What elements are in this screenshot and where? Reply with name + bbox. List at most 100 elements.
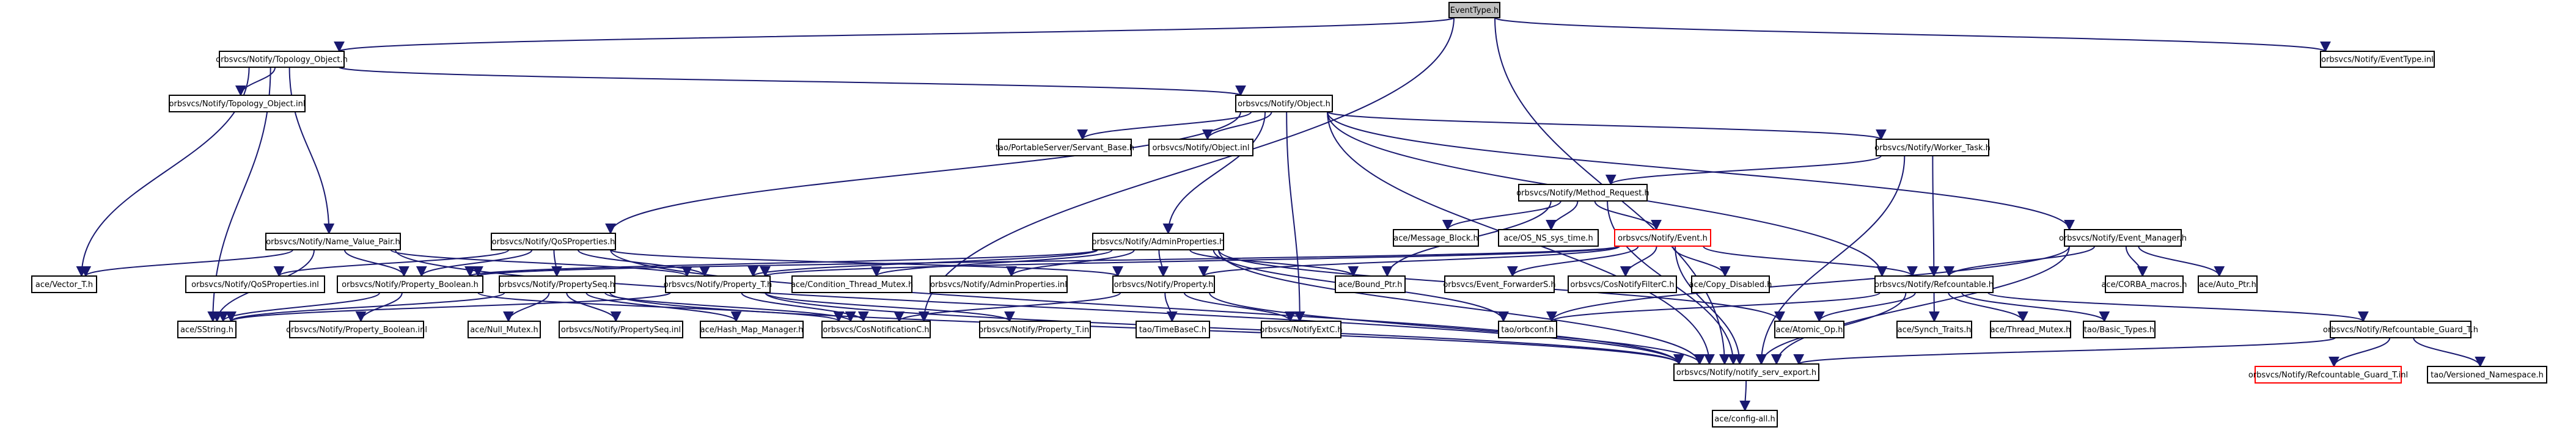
node-box[interactable] bbox=[491, 233, 616, 250]
node-label[interactable]: ace/config-all.h bbox=[1714, 415, 1775, 424]
node-qosproperties-h[interactable]: orbsvcs/Notify/QoSProperties.h bbox=[491, 233, 616, 250]
node-label[interactable]: orbsvcs/Notify/Topology_Object.h bbox=[216, 56, 348, 65]
node-label[interactable]: tao/Basic_Types.h bbox=[2084, 326, 2154, 335]
node-label[interactable]: orbsvcs/Notify/PropertySeq.h bbox=[499, 280, 615, 289]
node-label[interactable]: orbsvcs/Event_ForwarderS.h bbox=[1443, 280, 1555, 289]
node-label[interactable]: ace/Condition_Thread_Mutex.h bbox=[791, 280, 913, 289]
node-box[interactable] bbox=[185, 275, 325, 293]
node-box[interactable] bbox=[2255, 366, 2402, 384]
node-box[interactable] bbox=[1876, 139, 1989, 156]
node-object-h[interactable]: orbsvcs/Notify/Object.h bbox=[1235, 95, 1333, 112]
node-label[interactable]: orbsvcs/Notify/AdminProperties.h bbox=[1092, 238, 1225, 247]
node-box[interactable] bbox=[177, 321, 237, 338]
node-notify-serv-export-h[interactable]: orbsvcs/Notify/notify_serv_export.h bbox=[1673, 363, 1819, 381]
node-event-h[interactable]: orbsvcs/Notify/Event.h bbox=[1614, 229, 1711, 247]
node-box[interactable] bbox=[337, 275, 483, 293]
node-box[interactable] bbox=[1335, 275, 1406, 293]
node-box[interactable] bbox=[1148, 139, 1253, 156]
node-label[interactable]: orbsvcs/Notify/Method_Request.h bbox=[1516, 189, 1649, 198]
node-label[interactable]: orbsvcs/Notify/Property.h bbox=[1114, 280, 1214, 289]
node-propertyseq-inl[interactable]: orbsvcs/Notify/PropertySeq.inl bbox=[559, 321, 683, 338]
node-propertyseq-h[interactable]: orbsvcs/Notify/PropertySeq.h bbox=[499, 275, 615, 293]
node-label[interactable]: orbsvcs/Notify/Object.inl bbox=[1152, 144, 1249, 153]
node-notifyextc-h[interactable]: orbsvcs/NotifyExtC.h bbox=[1260, 321, 1343, 338]
node-config-all-h[interactable]: ace/config-all.h bbox=[1712, 410, 1778, 428]
node-box[interactable] bbox=[1261, 321, 1341, 338]
node-label[interactable]: ace/Null_Mutex.h bbox=[470, 326, 538, 335]
node-box[interactable] bbox=[998, 139, 1132, 156]
node-box[interactable] bbox=[979, 321, 1091, 338]
node-label[interactable]: orbsvcs/Notify/Property_Boolean.inl bbox=[286, 326, 427, 335]
node-cosnotifyfilterc-h[interactable]: orbsvcs/CosNotifyFilterC.h bbox=[1568, 275, 1677, 293]
node-label[interactable]: orbsvcs/Notify/QoSProperties.inl bbox=[191, 280, 319, 289]
node-property-t-h[interactable]: orbsvcs/Notify/Property_T.h bbox=[664, 275, 772, 293]
node-hash-map-manager-h[interactable]: ace/Hash_Map_Manager.h bbox=[700, 321, 804, 338]
node-box[interactable] bbox=[1136, 321, 1210, 338]
node-label[interactable]: orbsvcs/Notify/Refcountable_Guard_T.inl bbox=[2248, 371, 2408, 380]
node-box[interactable] bbox=[559, 321, 683, 338]
node-box[interactable] bbox=[1444, 275, 1555, 293]
node-synch-traits-h[interactable]: ace/Synch_Traits.h bbox=[1896, 321, 1972, 338]
node-box[interactable] bbox=[468, 321, 541, 338]
node-label[interactable]: tao/Versioned_Namespace.h bbox=[2431, 371, 2544, 380]
node-label[interactable]: orbsvcs/CosNotifyFilterC.h bbox=[1570, 280, 1674, 289]
node-label[interactable]: orbsvcs/Notify/Property_Boolean.h bbox=[342, 280, 479, 289]
node-label[interactable]: orbsvcs/Notify/PropertySeq.inl bbox=[561, 326, 681, 335]
node-label[interactable]: orbsvcs/Notify/AdminProperties.inl bbox=[930, 280, 1067, 289]
node-box[interactable] bbox=[1874, 275, 1994, 293]
node-null-mutex-h[interactable]: ace/Null_Mutex.h bbox=[468, 321, 541, 338]
node-condition-thread-mutex-h[interactable]: ace/Condition_Thread_Mutex.h bbox=[791, 275, 913, 293]
node-box[interactable] bbox=[289, 321, 424, 338]
node-refcountable-h[interactable]: orbsvcs/Notify/Refcountable.h bbox=[1874, 275, 1994, 293]
node-box[interactable] bbox=[169, 95, 306, 112]
node-box[interactable] bbox=[1568, 275, 1677, 293]
node-label[interactable]: ace/Synch_Traits.h bbox=[1898, 326, 1972, 335]
node-worker-task-h[interactable]: orbsvcs/Notify/Worker_Task.h bbox=[1874, 139, 1991, 156]
node-event-manager-h[interactable]: orbsvcs/Notify/Event_Manager.h bbox=[2059, 229, 2187, 247]
node-box[interactable] bbox=[1896, 321, 1972, 338]
node-box[interactable] bbox=[499, 275, 615, 293]
node-event-forwarders-h[interactable]: orbsvcs/Event_ForwarderS.h bbox=[1443, 275, 1556, 293]
node-label[interactable]: ace/CORBA_macros.h bbox=[2101, 280, 2187, 289]
node-label[interactable]: orbsvcs/Notify/Topology_Object.inl bbox=[169, 100, 306, 109]
node-box[interactable] bbox=[700, 321, 804, 338]
node-box[interactable] bbox=[2427, 366, 2547, 384]
node-label[interactable]: orbsvcs/Notify/Event_Manager.h bbox=[2059, 234, 2187, 243]
node-topology-object-h[interactable]: orbsvcs/Notify/Topology_Object.h bbox=[216, 51, 348, 68]
node-versioned-namespace-h[interactable]: tao/Versioned_Namespace.h bbox=[2427, 366, 2547, 384]
node-property-h[interactable]: orbsvcs/Notify/Property.h bbox=[1112, 275, 1215, 293]
node-label[interactable]: orbsvcs/Notify/Refcountable_Guard_T.h bbox=[2323, 326, 2478, 335]
node-qosproperties-inl[interactable]: orbsvcs/Notify/QoSProperties.inl bbox=[185, 275, 325, 293]
node-box[interactable] bbox=[1092, 233, 1224, 250]
node-message-block-h[interactable]: ace/Message_Block.h bbox=[1393, 229, 1479, 247]
node-refcountable-guard-t-inl[interactable]: orbsvcs/Notify/Refcountable_Guard_T.inl bbox=[2248, 366, 2408, 384]
node-label[interactable]: orbsvcs/CosNotificationC.h bbox=[823, 326, 929, 335]
node-box[interactable] bbox=[1691, 275, 1770, 293]
node-label[interactable]: ace/Bound_Ptr.h bbox=[1338, 280, 1402, 289]
node-label[interactable]: tao/orbconf.h bbox=[1501, 326, 1554, 335]
node-label[interactable]: orbsvcs/Notify/Property_T.inl bbox=[978, 326, 1092, 335]
node-box[interactable] bbox=[1498, 321, 1557, 338]
node-adminproperties-h[interactable]: orbsvcs/Notify/AdminProperties.h bbox=[1092, 233, 1225, 250]
node-label[interactable]: orbsvcs/Notify/Worker_Task.h bbox=[1874, 144, 1991, 153]
node-adminproperties-inl[interactable]: orbsvcs/Notify/AdminProperties.inl bbox=[930, 275, 1068, 293]
node-label[interactable]: ace/SString.h bbox=[180, 326, 233, 335]
node-box[interactable] bbox=[665, 275, 771, 293]
node-property-boolean-inl[interactable]: orbsvcs/Notify/Property_Boolean.inl bbox=[286, 321, 427, 338]
node-box[interactable] bbox=[1614, 229, 1711, 247]
node-corba-macros-h[interactable]: ace/CORBA_macros.h bbox=[2101, 275, 2187, 293]
node-label[interactable]: ace/OS_NS_sys_time.h bbox=[1503, 234, 1593, 243]
node-box[interactable] bbox=[265, 233, 401, 250]
node-box[interactable] bbox=[1990, 321, 2071, 338]
node-box[interactable] bbox=[2083, 321, 2156, 338]
node-property-boolean-h[interactable]: orbsvcs/Notify/Property_Boolean.h bbox=[337, 275, 483, 293]
node-box[interactable] bbox=[2105, 275, 2184, 293]
node-label[interactable]: orbsvcs/Notify/EventType.inl bbox=[2321, 56, 2434, 65]
node-label[interactable]: ace/Atomic_Op.h bbox=[1776, 326, 1843, 335]
node-label[interactable]: orbsvcs/Notify/Event.h bbox=[1618, 234, 1708, 243]
node-box[interactable] bbox=[1712, 410, 1778, 428]
node-vector-t-h[interactable]: ace/Vector_T.h bbox=[31, 275, 97, 293]
node-label[interactable]: ace/Auto_Ptr.h bbox=[2199, 280, 2256, 289]
node-portableserver-h[interactable]: tao/PortableServer/Servant_Base.h bbox=[996, 139, 1134, 156]
node-box[interactable] bbox=[2320, 51, 2435, 68]
